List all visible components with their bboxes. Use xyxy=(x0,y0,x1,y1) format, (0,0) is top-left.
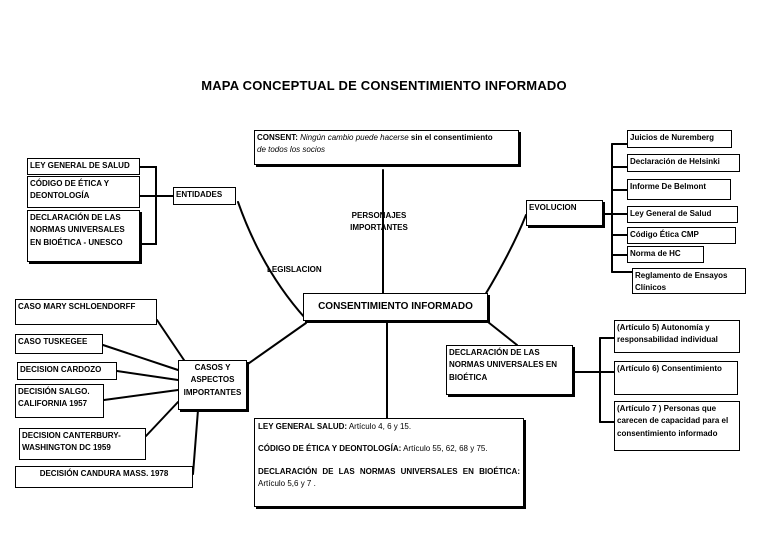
declaracion-item-1: (Artículo 5) Autonomía y responsabilidad… xyxy=(614,320,740,353)
caso-item-5: DECISION CANTERBURY-WASHINGTON DC 1959 xyxy=(19,428,146,460)
entidad-item-1: LEY GENERAL DE SALUD xyxy=(27,158,140,175)
page-title: MAPA CONCEPTUAL DE CONSENTIMIENTO INFORM… xyxy=(201,78,567,93)
ley-1-label: LEY GENERAL SALUD: xyxy=(258,422,348,431)
bracket-entidades-1 xyxy=(139,166,175,197)
entidad-item-2: CÓDIGO DE ÉTICA Y DEONTOLOGÍA xyxy=(27,176,140,208)
evolucion-item-3: Informe De Belmont xyxy=(627,179,731,200)
caso-item-1: CASO MARY SCHLOENDORFF xyxy=(15,299,157,325)
central-node: CONSENTIMIENTO INFORMADO xyxy=(303,293,488,321)
consent-rest: sin el consentimiento xyxy=(410,133,493,142)
ley-3-label: DECLARACIÓN DE LAS NORMAS UNIVERSALES EN… xyxy=(258,466,520,476)
caso-item-3: DECISION CARDOZO xyxy=(17,362,117,380)
evolucion-item-4: Ley General de Salud xyxy=(627,206,738,223)
ley-2-value: Artículo 55, 62, 68 y 75. xyxy=(403,444,488,454)
declaracion-label: DECLARACIÓN DE LAS NORMAS UNIVERSALES EN… xyxy=(446,345,573,395)
evolucion-item-7: Reglamento de Ensayos Clínicos xyxy=(632,268,746,294)
caso-item-6: DECISIÓN CANDURA MASS. 1978 xyxy=(15,466,193,488)
declaracion-item-2: (Artículo 6) Consentimiento xyxy=(614,361,738,395)
entidades-label: ENTIDADES xyxy=(173,187,236,205)
evolucion-item-2: Declaración de Helsinki xyxy=(627,154,740,172)
connector-casos xyxy=(244,322,307,367)
consent-tail: de todos los socios xyxy=(257,145,326,155)
bracket-entidades-3 xyxy=(139,195,157,245)
connector-evolucion xyxy=(484,214,527,296)
declaracion-item-3: (Artículo 7 ) Personas que carecen de ca… xyxy=(614,401,740,451)
ley-3-value: Artículo 5,6 y 7 . xyxy=(258,479,316,489)
ley-1-value: Artículo 4, 6 y 15. xyxy=(348,422,412,431)
casos-label: CASOS Y ASPECTOS IMPORTANTES xyxy=(178,360,247,410)
legislacion-label: LEGISLACION xyxy=(267,265,322,274)
evolucion-item-6: Norma de HC xyxy=(627,246,704,263)
caso-item-2: CASO TUSKEGEE xyxy=(15,334,103,354)
consent-quote: Ningún cambio puede hacerse xyxy=(300,133,409,142)
leyes-box: LEY GENERAL SALUD: Artículo 4, 6 y 15. C… xyxy=(254,418,524,507)
connector-entidades xyxy=(237,201,306,319)
ley-2-label: CÓDIGO DE ÉTICA Y DEONTOLOGÍA: xyxy=(258,444,402,454)
evolucion-label: EVOLUCION xyxy=(526,200,603,226)
caso-item-4: DECISIÓN SALGO. CALIFORNIA 1957 xyxy=(15,384,104,418)
evolucion-item-5: Código Ética CMP xyxy=(627,227,736,244)
evolucion-item-1: Juicios de Nuremberg xyxy=(627,130,732,148)
consent-label: CONSENT: xyxy=(257,133,298,142)
personajes-label: PERSONAJES IMPORTANTES xyxy=(350,211,408,233)
connector-declaracion xyxy=(487,321,518,346)
consent-box: CONSENT: Ningún cambio puede hacerse sin… xyxy=(254,130,519,165)
entidad-item-3: DECLARACIÓN DE LAS NORMAS UNIVERSALES EN… xyxy=(27,210,140,262)
